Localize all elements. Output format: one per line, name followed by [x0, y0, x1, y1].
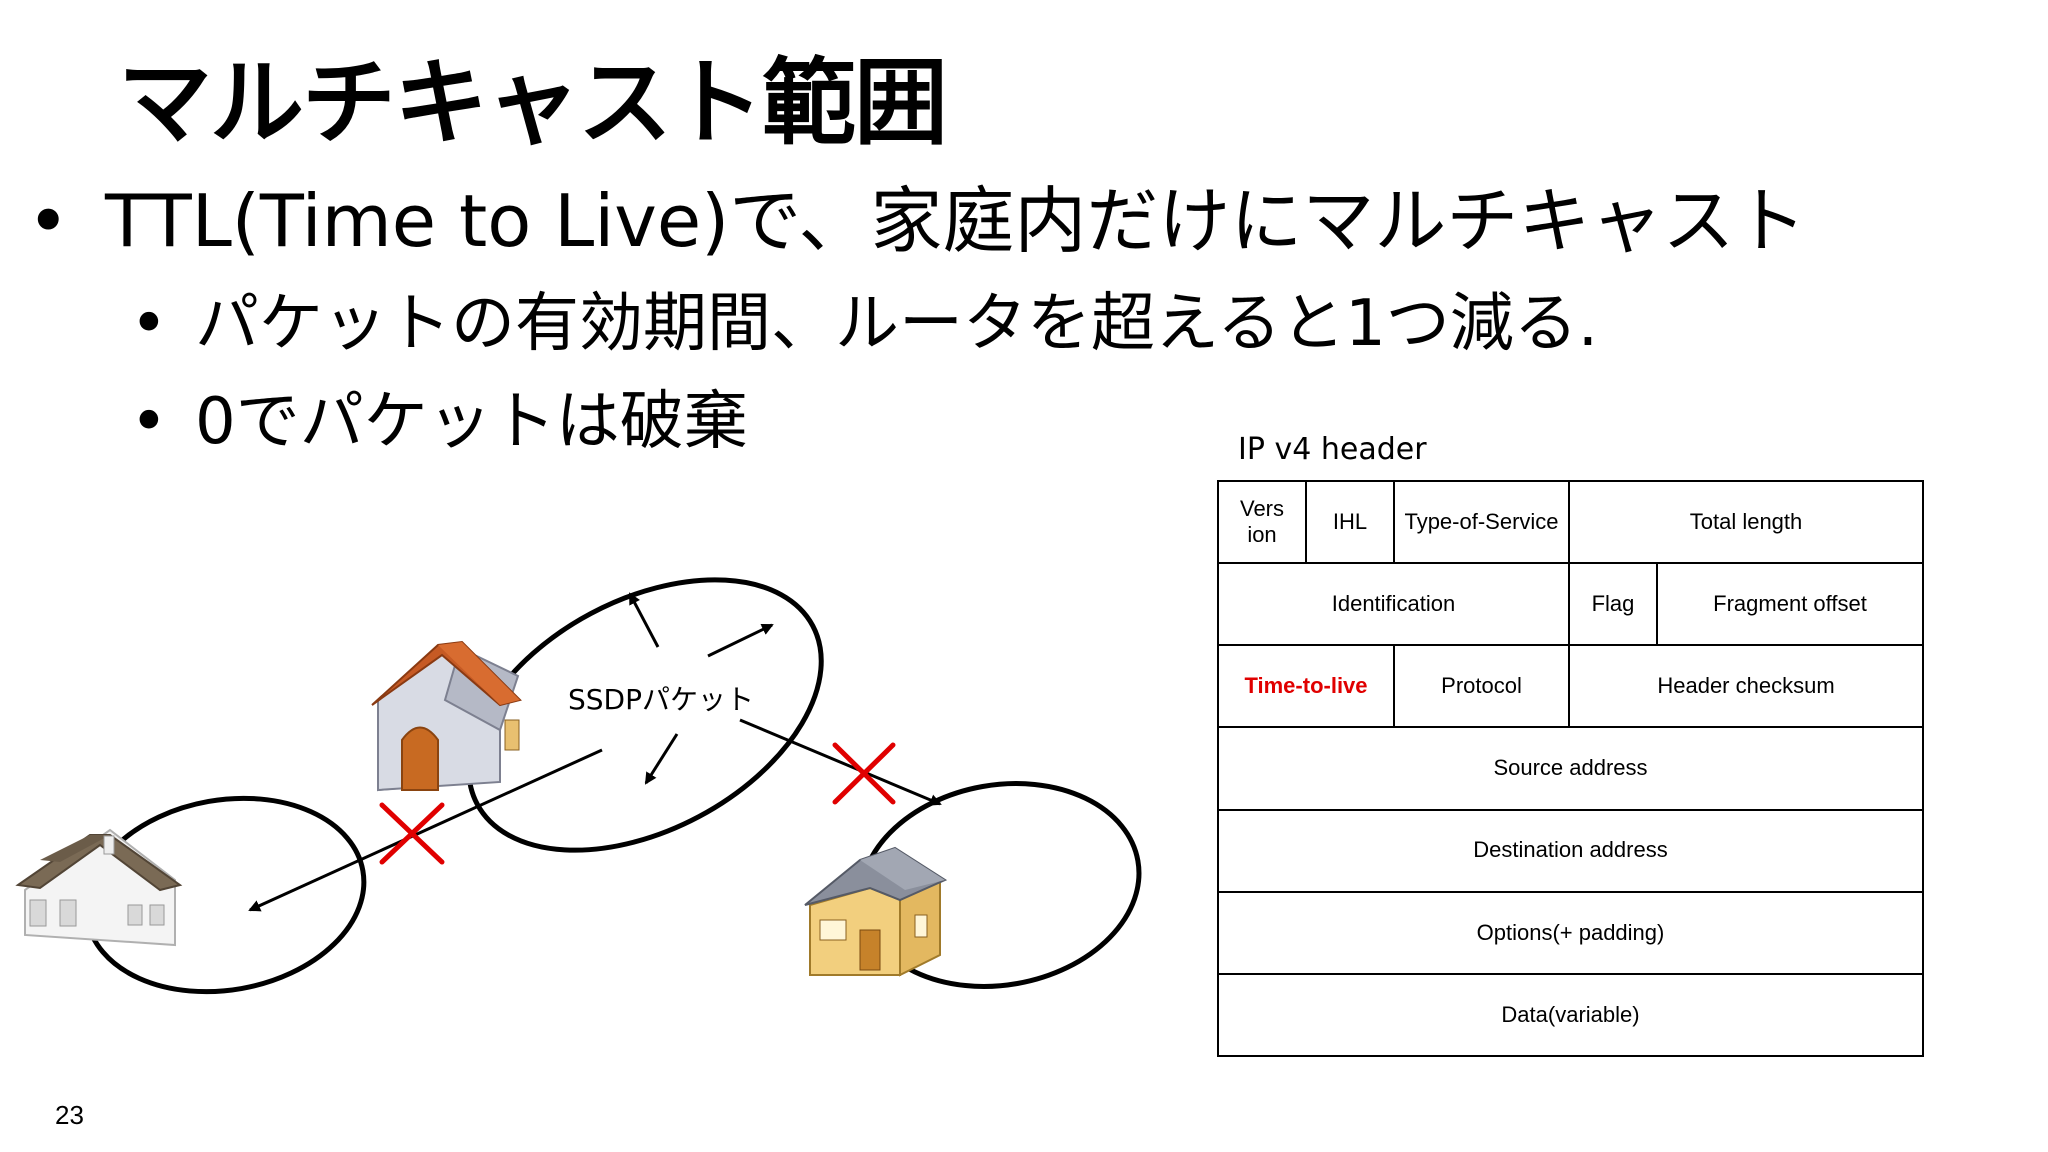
table-row: Destination address — [1217, 808, 1924, 893]
field-flag: Flag — [1568, 562, 1658, 647]
field-total-length: Total length — [1568, 479, 1924, 565]
packet-arrow — [644, 733, 679, 785]
bullet-dot: • — [27, 179, 70, 263]
table-row: Options(+ padding) — [1217, 890, 1924, 975]
ipv4-header-table: Vers ion IHL Type-of-Service Total lengt… — [1217, 479, 1924, 1058]
field-destination-address: Destination address — [1217, 808, 1924, 893]
packet-arrow-left — [248, 748, 603, 912]
field-header-checksum: Header checksum — [1568, 644, 1924, 729]
blocked-mark-left — [379, 802, 445, 865]
page-number: 23 — [55, 1100, 84, 1130]
packet-arrow — [628, 592, 660, 648]
field-protocol: Protocol — [1393, 644, 1570, 729]
table-row: Vers ion IHL Type-of-Service Total lengt… — [1217, 479, 1924, 565]
bullet-text: 0でパケットは破棄 — [195, 385, 748, 459]
bullet-dot: • — [130, 385, 168, 459]
blocked-mark-right — [832, 742, 896, 805]
bullet-item: • TTL(Time to Live)で、家庭内だけにマルチキャスト — [27, 179, 1807, 263]
home-network-ellipse — [466, 577, 824, 853]
house-gray-roof-icon — [804, 846, 948, 977]
field-type-of-service: Type-of-Service — [1393, 479, 1570, 565]
field-time-to-live: Time-to-live — [1217, 644, 1395, 729]
ip-header-caption: IP v4 header — [1238, 432, 1427, 467]
house-brown-roof-icon — [15, 828, 183, 947]
bullet-text: パケットの有効期間、ルータを超えると1つ減る. — [195, 287, 1599, 361]
packet-arrow-right — [739, 718, 942, 806]
table-row: Source address — [1217, 726, 1924, 811]
table-row: Time-to-live Protocol Header checksum — [1217, 644, 1924, 729]
field-source-address: Source address — [1217, 726, 1924, 811]
house-orange-roof-icon — [371, 640, 522, 792]
packet-arrow — [707, 623, 774, 658]
bullet-dot: • — [130, 287, 168, 361]
bullet-text: TTL(Time to Live)で、家庭内だけにマルチキャスト — [105, 179, 1807, 263]
ssdp-packet-label: SSDPパケット — [568, 683, 754, 716]
field-fragment-offset: Fragment offset — [1656, 562, 1924, 647]
field-version: Vers ion — [1217, 479, 1307, 565]
slide-title: マルチキャスト範囲 — [118, 49, 948, 158]
table-row: Identification Flag Fragment offset — [1217, 562, 1924, 647]
bullet-item: • パケットの有効期間、ルータを超えると1つ減る. — [130, 287, 1599, 362]
field-data: Data(variable) — [1217, 972, 1924, 1058]
field-ihl: IHL — [1305, 479, 1395, 565]
field-options: Options(+ padding) — [1217, 890, 1924, 975]
field-identification: Identification — [1217, 562, 1570, 647]
bullet-item: • 0でパケットは破棄 — [130, 385, 748, 460]
table-row: Data(variable) — [1217, 972, 1924, 1058]
